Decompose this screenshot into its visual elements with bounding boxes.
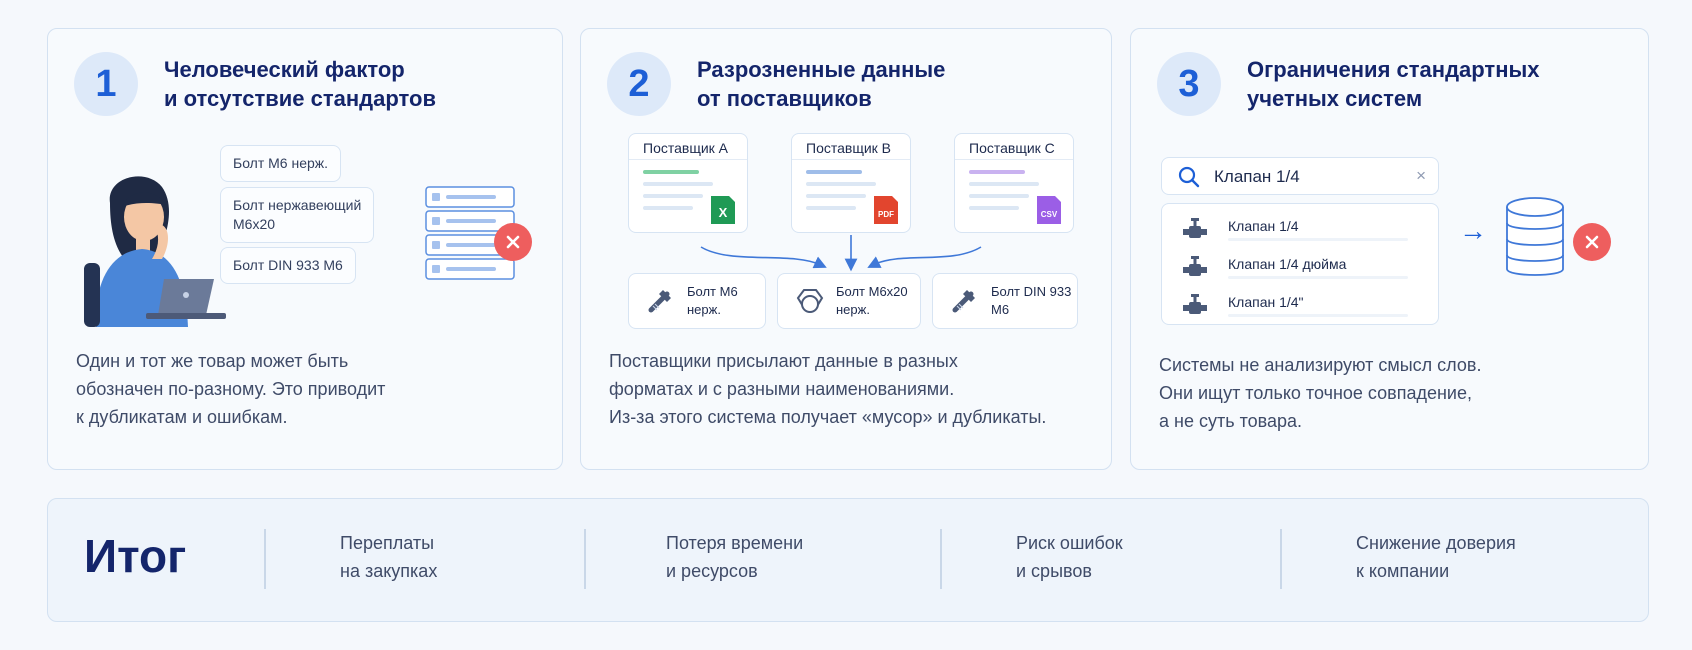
clear-icon: × [1416, 166, 1426, 185]
card-title: Разрозненные данные от поставщиков [697, 57, 946, 111]
summary-item: Риск ошибок и срывов [1016, 533, 1123, 581]
supplier-card-a: Поставщик А X [628, 133, 748, 233]
bolt-icon [952, 290, 975, 313]
bolt-icon [648, 290, 671, 313]
valve-icon [1183, 256, 1207, 276]
valve-icon [1183, 294, 1207, 314]
bolt-variant-card: Болт DIN 933 М6 [932, 273, 1078, 329]
bolt-variant-card: Болт М6 нерж. [628, 273, 766, 329]
search-input: Клапан 1/4 × [1161, 157, 1439, 195]
list-item: Клапан 1/4 дюйма [1182, 254, 1422, 282]
excel-file-icon: X [711, 196, 735, 224]
divider [264, 529, 266, 589]
arrow-right-icon: → [1459, 215, 1487, 246]
summary-panel: Итог Переплаты на закупках Потеря времен… [47, 498, 1649, 622]
card-human-factor: 1 Человеческий фактор и отсутствие станд… [47, 28, 563, 470]
svg-text:PDF: PDF [878, 210, 894, 219]
csv-file-icon: CSV [1037, 196, 1061, 224]
step-number-badge: 1 [74, 52, 138, 116]
bolt-variant-card: Болт М6х20 нерж. [777, 273, 921, 329]
summary-title: Итог [84, 530, 187, 582]
card-accounting-limits: 3 Ограничения стандартных учетных систем… [1130, 28, 1649, 470]
summary-item: Потеря времени и ресурсов [666, 533, 804, 581]
search-icon [1178, 166, 1200, 188]
product-name-tag: Болт нержавеющий М6х20 [220, 187, 375, 243]
error-icon [494, 223, 532, 261]
summary-item: Переплаты на закупках [340, 533, 438, 581]
step-number-badge: 2 [607, 52, 671, 116]
card-title: Ограничения стандартных учетных систем [1247, 57, 1540, 111]
database-icon [1506, 197, 1564, 276]
bolt-head-icon [796, 289, 824, 313]
step-number-badge: 3 [1157, 52, 1221, 116]
supplier-card-b: Поставщик В PDF [791, 133, 911, 233]
divider [940, 529, 942, 589]
list-item: Клапан 1/4 [1182, 216, 1422, 244]
card-description: Поставщики присылают данные в разных фор… [609, 351, 1047, 427]
svg-text:CSV: CSV [1041, 210, 1058, 219]
svg-text:X: X [719, 205, 728, 220]
summary-item: Снижение доверия к компании [1356, 533, 1516, 581]
card-supplier-data: 2 Разрозненные данные от поставщиков Пос… [580, 28, 1112, 470]
card-title: Человеческий фактор и отсутствие стандар… [164, 57, 436, 111]
valve-icon [1183, 218, 1207, 238]
divider [1280, 529, 1282, 589]
search-value: Клапан 1/4 [1214, 167, 1300, 186]
error-icon [1573, 223, 1611, 261]
duplicate-records-icon [425, 186, 515, 280]
divider [584, 529, 586, 589]
search-results-list: Клапан 1/4 Клапан 1/4 дюйма Клапан 1 [1161, 203, 1439, 325]
product-name-tag: Болт М6 нерж. [220, 145, 342, 182]
pdf-file-icon: PDF [874, 196, 898, 224]
list-item: Клапан 1/4" [1182, 292, 1422, 320]
woman-at-laptop-illustration [84, 176, 226, 327]
product-name-tag: Болт DIN 933 М6 [220, 247, 356, 284]
card-description: Системы не анализируют смысл слов. Они и… [1159, 355, 1482, 431]
merge-arrows-icon [700, 235, 982, 272]
supplier-card-c: Поставщик С CSV [954, 133, 1074, 233]
card-description: Один и тот же товар может быть обозначен… [76, 351, 386, 427]
